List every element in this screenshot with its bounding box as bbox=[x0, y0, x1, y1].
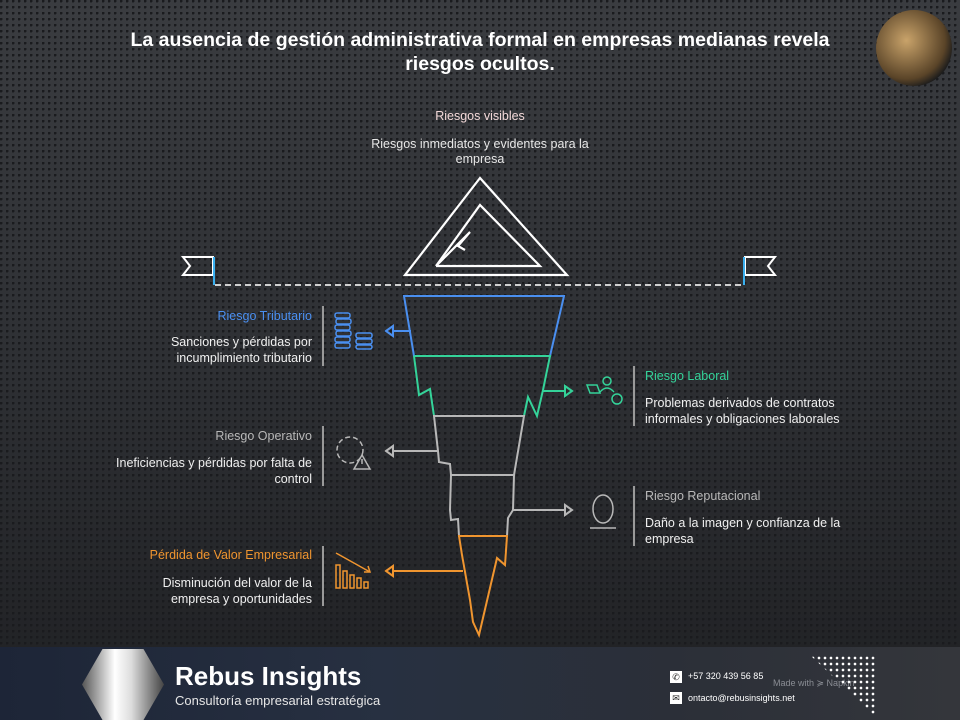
made-with-napkin: Made with ≽ Napkin bbox=[773, 678, 855, 688]
email-icon: ✉ bbox=[670, 692, 682, 704]
risk-valor-desc: Disminución del valor de la empresa y op… bbox=[162, 576, 312, 606]
risk-reputacional-desc: Daño a la imagen y confianza de la empre… bbox=[645, 516, 841, 546]
brand-logo-image bbox=[82, 649, 164, 720]
page-title: La ausencia de gestión administrativa fo… bbox=[130, 29, 830, 75]
flag-right-icon bbox=[743, 256, 778, 285]
phone-number: +57 320 439 56 85 bbox=[688, 671, 764, 681]
footer: Rebus Insights Consultoría empresarial e… bbox=[0, 647, 960, 720]
risk-tributario-desc: Sanciones y pérdidas por incumplimiento … bbox=[170, 335, 312, 365]
arrows bbox=[384, 324, 574, 578]
gear-warning-icon bbox=[336, 436, 372, 470]
visible-risks-title: Riesgos visibles bbox=[435, 109, 525, 123]
risk-reputacional-title: Riesgo Reputacional bbox=[645, 489, 761, 503]
declining-chart-icon bbox=[335, 552, 372, 589]
risk-laboral-desc: Problemas derivados de contratos informa… bbox=[645, 396, 840, 426]
risk-operativo-desc: Ineficiencias y pérdidas por falta de co… bbox=[116, 456, 312, 486]
flag-left-icon bbox=[180, 256, 215, 285]
corner-logo bbox=[876, 10, 952, 86]
risk-tributario-title: Riesgo Tributario bbox=[217, 309, 313, 323]
mirror-icon bbox=[590, 494, 616, 529]
risk-laboral-title: Riesgo Laboral bbox=[645, 369, 730, 383]
risk-valor-title: Pérdida de Valor Empresarial bbox=[149, 548, 312, 562]
people-exchange-icon bbox=[585, 376, 623, 405]
coins-stack-icon bbox=[334, 312, 373, 350]
risk-operativo-title: Riesgo Operativo bbox=[215, 429, 312, 443]
funnel-reputacional bbox=[448, 474, 516, 537]
funnel-laboral bbox=[414, 355, 552, 420]
phone-icon: ✆ bbox=[670, 671, 682, 683]
email-address: ontacto@rebusinsights.net bbox=[688, 693, 795, 703]
brand-name: Rebus Insights bbox=[175, 661, 362, 691]
funnel-operativo bbox=[432, 415, 526, 476]
mountain-icon bbox=[402, 176, 570, 277]
funnel-valor bbox=[457, 535, 509, 639]
visible-risks-desc: Riesgos inmediatos y evidentes para la e… bbox=[371, 137, 589, 166]
funnel-tributario bbox=[402, 295, 566, 357]
brand-tagline: Consultoría empresarial estratégica bbox=[175, 693, 381, 708]
